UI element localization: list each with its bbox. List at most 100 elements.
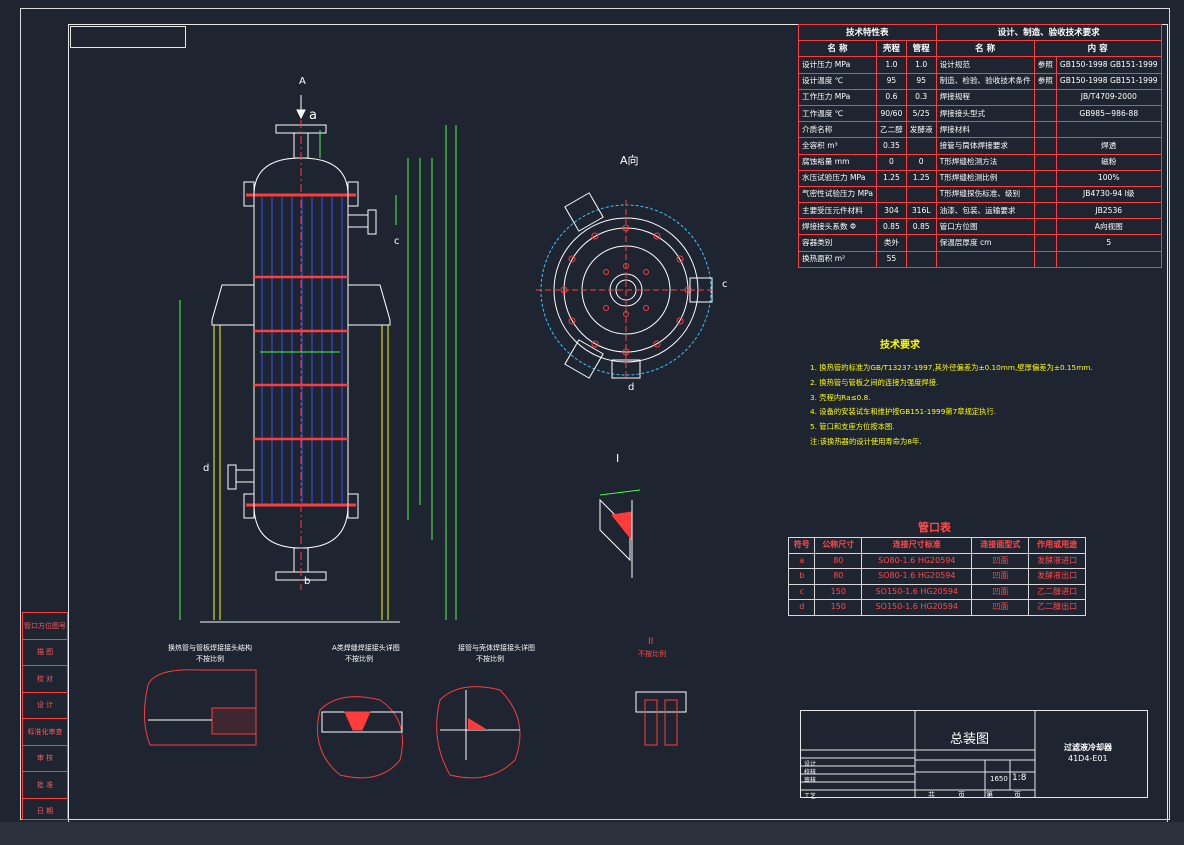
table-cell: 80	[814, 568, 863, 585]
table-cell: 焊接接头系数 Φ	[797, 218, 878, 236]
view-label-d: d	[628, 382, 635, 393]
vessel-front-view	[179, 95, 457, 623]
table-cell	[1033, 218, 1057, 236]
table-cell: 1.0	[905, 56, 937, 74]
tb-row: 设计	[804, 761, 817, 768]
column-header: 符号	[787, 537, 816, 554]
drawing-name: 总装图	[950, 732, 990, 747]
table-cell	[1033, 234, 1057, 252]
detail-2-title: A类焊缝焊接接头详图	[332, 644, 400, 652]
table-cell: 焊接接头型式	[935, 104, 1035, 123]
technical-characteristics-table: 技术特性表 设计、制造、验收技术要求 名 称 壳程 管程 名 称 内 容 设计压…	[797, 23, 1162, 268]
table-cell	[1055, 250, 1162, 268]
column-header: 管程	[905, 40, 937, 58]
list-item: 注:该换热器的设计使用寿命为8年.	[810, 436, 922, 446]
table-cell: 95	[876, 72, 907, 90]
detail-1-subtitle: 不按比例	[196, 655, 224, 663]
table-cell: 制造、检验、验收技术条件	[935, 72, 1035, 90]
detail-2-subtitle: 不按比例	[345, 655, 373, 663]
detail-sketch-1	[144, 669, 257, 746]
equipment-name: 过滤液冷却器	[1064, 743, 1112, 752]
table-cell: 管口方位图	[935, 218, 1035, 236]
detail-3-title: 接管与壳体焊接接头详图	[458, 644, 535, 652]
sheet-of-label: 第	[986, 791, 993, 799]
a-view-plan	[536, 192, 716, 380]
sheet-total-label: 共	[928, 791, 935, 799]
table-cell: 80	[814, 552, 863, 569]
table-cell: 316L	[905, 202, 937, 220]
table-cell: 主要受压元件材料	[797, 202, 878, 220]
table-cell: 0	[905, 153, 937, 171]
table-cell	[1033, 250, 1057, 268]
table-row: 介质名称乙二醇发酵液焊接材料	[797, 121, 1162, 139]
table-cell: 水压试验压力 MPa	[797, 169, 878, 187]
table-cell: T形焊缝探伤标准、级别	[935, 185, 1035, 204]
title-block	[800, 710, 1148, 798]
table-cell: 参照	[1033, 56, 1057, 74]
table-cell: 类外	[876, 234, 907, 252]
strip-cell: 设 计	[23, 693, 67, 719]
table-cell: 设计规范	[935, 56, 1035, 74]
column-header: 连接面型式	[971, 537, 1030, 554]
label-d: d	[203, 463, 210, 474]
nozzle-table-title: 管口表	[918, 521, 951, 534]
list-item: 4. 设备的安装试车和维护按GB151-1999第7章规定执行.	[810, 407, 997, 417]
column-header: 作用或用途	[1028, 537, 1086, 554]
table-cell: c	[787, 583, 816, 600]
strip-cell: 校 对	[23, 666, 67, 693]
tech-requirements-title: 技术要求	[880, 340, 920, 351]
table-cell	[905, 250, 937, 268]
table-cell: 1.25	[876, 169, 907, 187]
column-header: 连接尺寸标准	[861, 537, 973, 554]
table-cell: 工作温度 ℃	[797, 104, 878, 123]
column-header: 名 称	[935, 40, 1035, 58]
detail-sketch-2	[317, 696, 403, 779]
table-cell: 油漆、包装、运输要求	[935, 202, 1035, 220]
strip-cell: 批 准	[23, 772, 67, 799]
table-cell: 150	[814, 583, 863, 600]
table-cell: 1.0	[876, 56, 907, 74]
table-cell: 焊接规程	[935, 88, 1035, 106]
title-block-lines	[800, 710, 1036, 798]
table-cell: 凹面	[971, 568, 1030, 585]
table-cell	[1033, 104, 1057, 123]
page2-label: 页	[1014, 791, 1021, 799]
page-label: 页	[958, 791, 965, 799]
table-cell: SO150-1.6 HG20594	[861, 583, 973, 600]
table-cell: 凹面	[971, 583, 1030, 600]
table-cell: 5/25	[905, 104, 937, 123]
table-cell: 乙二醇进口	[1028, 583, 1086, 600]
table-row: 符号 公称尺寸 连接尺寸标准 连接面型式 作用或用途	[787, 537, 1086, 554]
table-cell: 发酵液	[905, 121, 937, 139]
table-cell: 95	[905, 72, 937, 90]
label-a: a	[309, 108, 317, 123]
table-cell	[1033, 121, 1057, 139]
table-cell: 0.85	[876, 218, 907, 236]
strip-cell: 日 期	[36, 807, 54, 816]
table-cell: 设计温度 ℃	[797, 72, 878, 90]
table-cell: SO150-1.6 HG20594	[861, 599, 973, 616]
table-title: 技术特性表	[798, 23, 937, 42]
table-cell: 304	[876, 202, 907, 220]
table-cell: JB/T4709-2000	[1055, 88, 1162, 106]
detail-ii	[635, 691, 687, 746]
table-cell: d	[787, 599, 816, 616]
table-cell: 全容积 m³	[797, 137, 878, 155]
table-cell: 接管与筒体焊接要求	[935, 137, 1035, 155]
column-header: 壳程	[876, 40, 907, 58]
column-header: 公称尺寸	[814, 537, 863, 554]
table-cell: 设计压力 MPa	[797, 56, 878, 74]
strip-cell: 描 图	[23, 640, 67, 666]
label-a-arrow: A	[299, 76, 306, 87]
weight: 1650	[990, 775, 1008, 783]
detail-1-title: 换热管与管板焊接接头结构	[168, 644, 252, 652]
table-cell: SO80-1.6 HG20594	[861, 552, 973, 569]
table-cell: 0.85	[905, 218, 937, 236]
